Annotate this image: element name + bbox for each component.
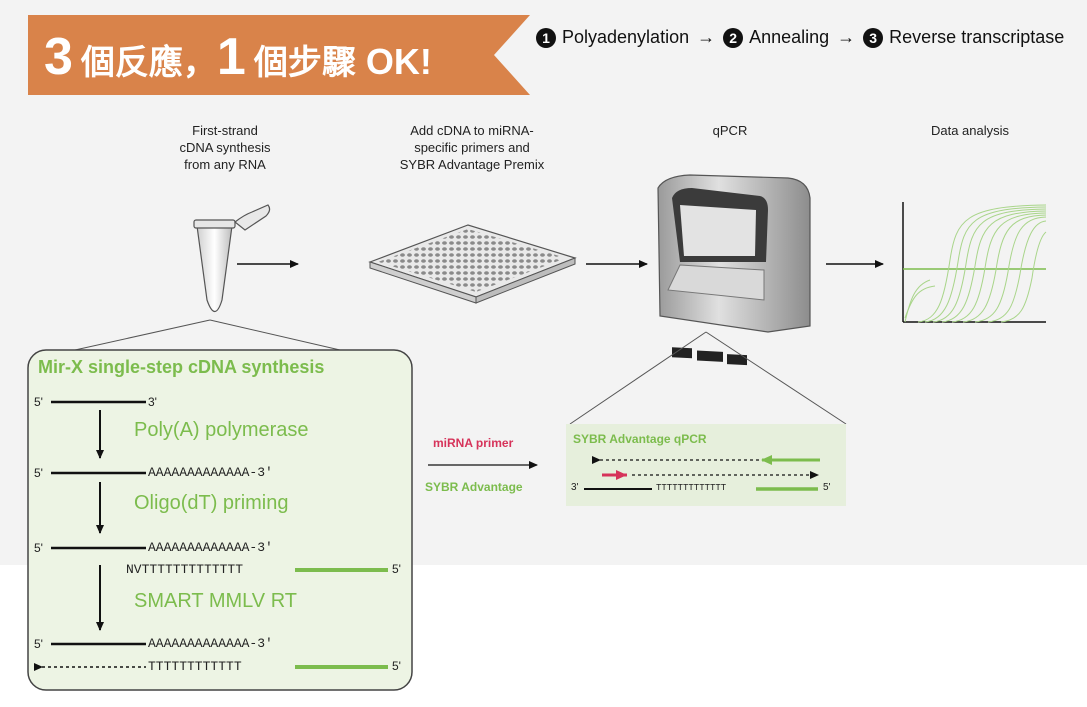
step-poly-a-polymerase: Poly(A) polymerase	[134, 419, 309, 441]
stage-1-line-3: from any RNA	[184, 157, 266, 172]
step-sequence: 1 Polyadenylation → 2 Annealing → 3 Reve…	[536, 27, 1064, 48]
stage-1-line-2: cDNA synthesis	[179, 140, 271, 155]
banner-num-1: 3	[44, 28, 73, 86]
qpcr-box-title: SYBR Advantage qPCR	[573, 432, 707, 446]
step-3-number: 3	[863, 27, 884, 48]
poly-a-tail-1: AAAAAAAAAAAAA-3'	[148, 465, 273, 480]
title-banner	[28, 15, 530, 95]
three-prime-1: 3'	[148, 395, 157, 409]
step-3-label: Reverse transcriptase	[889, 27, 1065, 47]
step-oligo-dt-priming: Oligo(dT) priming	[134, 492, 289, 514]
banner-ok: OK!	[365, 41, 432, 82]
stage-label-add-cdna: Add cDNA to miRNA- specific primers and …	[382, 122, 562, 173]
five-prime-adapter-1: 5'	[392, 562, 401, 576]
step-2-number: 2	[723, 27, 744, 48]
stage-1-line-1: First-strand	[192, 123, 258, 138]
poly-t-cdna: TTTTTTTTTTTT	[148, 659, 242, 674]
banner-text-1: 個反應，	[80, 44, 217, 82]
stage-2-line-2: specific primers and	[414, 140, 530, 155]
poly-a-tail-3: AAAAAAAAAAAAA-3'	[148, 636, 273, 651]
zoom-line-machine-right	[705, 331, 847, 425]
nvt-primer: NVTTTTTTTTTTTTT	[126, 562, 244, 577]
stage-label-data-analysis: Data analysis	[910, 122, 1030, 139]
stage-4-line-1: Data analysis	[930, 123, 1010, 138]
well-plate-icon	[368, 224, 577, 304]
stage-3-line-1: qPCR	[712, 123, 748, 138]
microtube-icon	[193, 204, 271, 313]
sybr-advantage-label: SYBR Advantage	[425, 480, 523, 494]
zoom-line-machine-left	[569, 331, 707, 425]
five-prime-3: 5'	[34, 541, 43, 555]
step-smart-mmlv-rt: SMART MMLV RT	[134, 590, 297, 612]
qpcr-poly-t: TTTTTTTTTTTTT	[656, 483, 727, 493]
stage-label-first-strand: First-strand cDNA synthesis from any RNA	[150, 122, 300, 173]
qpcr-box	[566, 424, 846, 506]
step-arrow-2: →	[837, 27, 856, 47]
qpcr-three-prime: 3'	[571, 482, 579, 493]
step-1-label: Polyadenylation	[562, 27, 690, 47]
synthesis-box	[27, 349, 413, 691]
stage-2-line-3: SYBR Advantage Premix	[399, 157, 545, 172]
stage-2-line-1: Add cDNA to miRNA-	[410, 123, 534, 138]
banner-title: 3 個反應， 1 個步驟 OK!	[44, 22, 432, 92]
stage-label-qpcr: qPCR	[690, 122, 770, 139]
poly-a-tail-2: AAAAAAAAAAAAA-3'	[148, 540, 273, 555]
zoom-line-left	[74, 319, 211, 351]
step-arrow-1: →	[697, 27, 716, 47]
five-prime-adapter-2: 5'	[392, 659, 401, 673]
synthesis-box-title: Mir-X single-step cDNA synthesis	[38, 357, 325, 377]
qpcr-five-prime: 5'	[823, 482, 831, 493]
mirna-primer-label: miRNA primer	[433, 436, 514, 450]
banner-num-2: 1	[216, 28, 246, 86]
step-1-number: 1	[536, 27, 556, 48]
amplification-curves-icon	[902, 202, 1047, 323]
zoom-line-right	[209, 319, 341, 351]
banner-text-2: 個步驟	[253, 44, 356, 82]
five-prime-2: 5'	[34, 466, 43, 480]
qpcr-machine-icon	[657, 174, 811, 366]
five-prime-1: 5'	[34, 395, 43, 409]
step-2-label: Annealing	[749, 27, 830, 47]
five-prime-4: 5'	[34, 637, 43, 651]
